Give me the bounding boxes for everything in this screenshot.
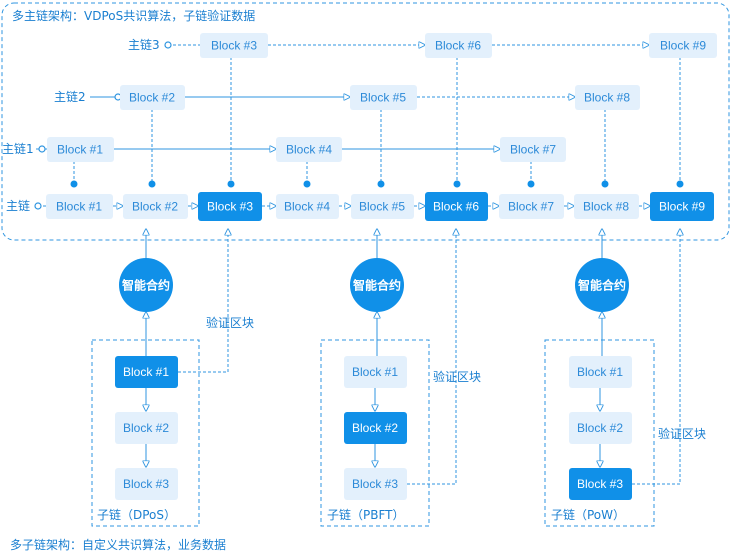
verify-label-dpos: 验证区块: [206, 315, 254, 330]
block-label: Block #2: [123, 421, 169, 435]
svg-text:智能合约: 智能合约: [121, 278, 170, 293]
svg-text:智能合约: 智能合约: [352, 278, 401, 293]
block-label: Block #1: [123, 365, 169, 379]
chain-label-main2: 主链2: [54, 89, 86, 104]
block-label: Block #1: [352, 365, 398, 379]
smart-contract-pow: 智能合约: [575, 258, 629, 312]
chain-start-dot: [164, 41, 172, 49]
subchain-label: 子链（DPoS）: [97, 507, 176, 522]
block-label: Block #8: [583, 200, 629, 214]
block-label: Block #1: [577, 365, 623, 379]
svg-text:智能合约: 智能合约: [577, 278, 626, 293]
chain-start-dot: [38, 145, 46, 153]
subchain-pow-container: [544, 339, 655, 527]
chain-label-main1: 主链1: [2, 141, 34, 156]
chain-label-main3: 主链3: [128, 37, 160, 52]
subchain-dpos-container: [91, 339, 200, 527]
block-label: Block #7: [508, 200, 554, 214]
main-title: 多主链架构：VDPoS共识算法，子链验证数据: [12, 8, 255, 23]
subchain-label: 子链（PoW）: [551, 507, 625, 522]
block-label: Block #5: [359, 200, 405, 214]
block-label: Block #1: [56, 200, 102, 214]
block-label: Block #5: [360, 91, 406, 105]
subchain-pow: Block #1 Block #2 Block #3 子链（PoW）: [551, 356, 632, 522]
block-label: Block #9: [660, 39, 706, 53]
block-label: Block #2: [132, 200, 178, 214]
block-label: Block #8: [584, 91, 630, 105]
bottom-title: 多子链架构：自定义共识算法，业务数据: [10, 537, 226, 552]
block-label: Block #1: [57, 143, 103, 157]
subchain-pbft: Block #1 Block #2 Block #3 子链（PBFT）: [327, 356, 407, 522]
verify-label-pow: 验证区块: [658, 426, 706, 441]
main-chain-2: Block #2 Block #5 Block #8: [120, 85, 640, 110]
main-chain-container: [1, 2, 730, 241]
block-label: Block #6: [435, 39, 481, 53]
chain-start-dot: [34, 202, 42, 210]
subchain-dpos: Block #1 Block #2 Block #3 子链（DPoS）: [97, 356, 178, 522]
block-label: Block #3: [352, 477, 398, 491]
block-label: Block #2: [352, 421, 398, 435]
block-label: Block #3: [211, 39, 257, 53]
subchain-label: 子链（PBFT）: [327, 507, 405, 522]
block-label: Block #4: [284, 200, 330, 214]
block-label: Block #2: [129, 91, 175, 105]
block-label: Block #3: [123, 477, 169, 491]
block-label: Block #9: [659, 200, 705, 214]
smart-contract-dpos: 智能合约: [119, 258, 173, 312]
main-chain-3: Block #3 Block #6 Block #9: [200, 33, 717, 58]
chain-label-main: 主链: [6, 198, 30, 213]
block-label: Block #3: [577, 477, 623, 491]
smart-contract-pbft: 智能合约: [350, 258, 404, 312]
block-label: Block #7: [510, 143, 556, 157]
main-chain-1: Block #1 Block #4 Block #7: [47, 137, 566, 162]
main-chain: Block #1 Block #2 Block #3 Block #4 Bloc…: [46, 192, 714, 221]
block-label: Block #3: [207, 200, 253, 214]
verify-label-pbft: 验证区块: [433, 369, 481, 384]
block-label: Block #6: [433, 200, 479, 214]
block-label: Block #4: [286, 143, 332, 157]
block-label: Block #2: [577, 421, 623, 435]
